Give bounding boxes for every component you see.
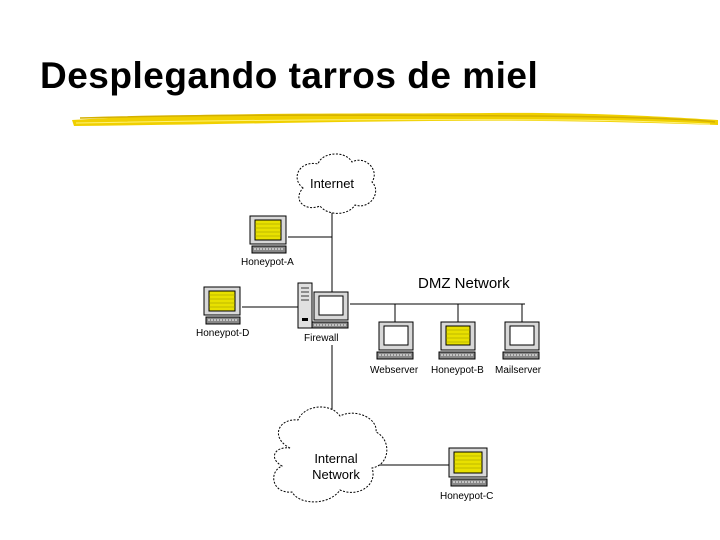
title-underline-brush (72, 112, 718, 126)
firewall-computer-icon (297, 282, 349, 329)
internet-cloud (296, 153, 377, 214)
internet-label: Internet (309, 176, 355, 191)
honeypot-b-label: Honeypot-B (431, 365, 484, 376)
firewall-label: Firewall (304, 333, 339, 344)
honeypot-d-computer-icon (203, 286, 241, 325)
honeypot-b-computer-icon (438, 321, 476, 360)
internal-network-label-line1: Internal (314, 451, 358, 466)
internal-network-cloud (273, 406, 388, 503)
webserver-computer-icon (376, 321, 414, 360)
slide-title: Desplegando tarros de miel (40, 55, 539, 96)
honeypot-c-computer-icon (448, 447, 488, 487)
honeypot-c-label: Honeypot-C (440, 491, 494, 502)
honeypot-a-computer-icon (249, 215, 287, 254)
honeypot-d-label: Honeypot-D (196, 328, 250, 339)
mailserver-label: Mailserver (495, 365, 542, 376)
mailserver-computer-icon (502, 321, 540, 360)
honeypot-a-label: Honeypot-A (241, 257, 294, 268)
connection-lines (242, 212, 525, 466)
internal-network-label-line2: Network (312, 467, 360, 482)
dmz-network-label: DMZ Network (418, 275, 510, 292)
webserver-label: Webserver (370, 365, 419, 376)
